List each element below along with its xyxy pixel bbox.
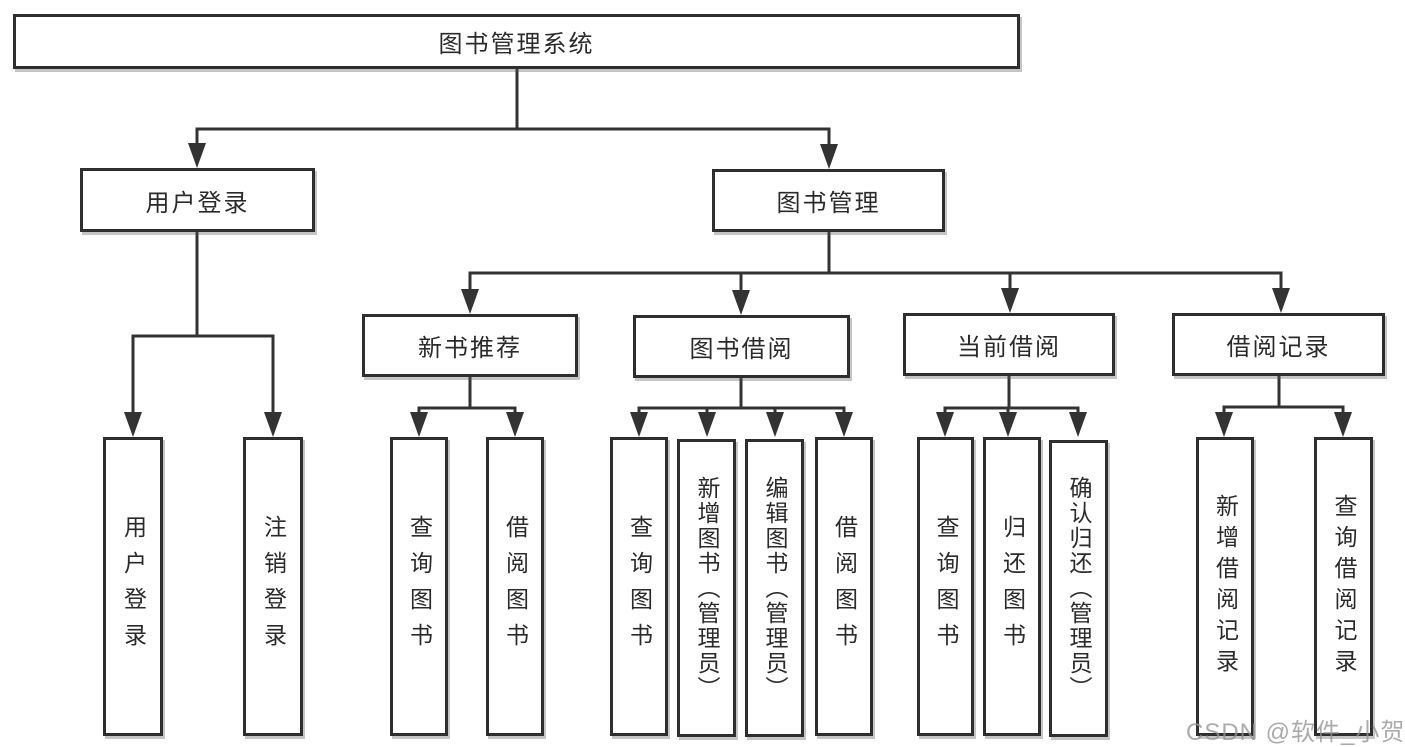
leaf-edit-books-admin-label: 编辑图书（管理员） — [762, 475, 788, 701]
node-book-management: 图书管理 — [712, 169, 945, 232]
leaf-query-books-1: 查询图书 — [390, 437, 448, 736]
leaf-add-borrow-record: 新增借阅记录 — [1196, 437, 1254, 736]
leaf-add-books-admin: 新增图书（管理员） — [677, 439, 736, 737]
leaf-borrow-books-2-label: 借阅图书 — [831, 514, 858, 659]
node-root-label: 图书管理系统 — [438, 31, 595, 58]
watermark: CSDN @软件_小贺同学 — [1186, 719, 1405, 746]
leaf-query-books-2: 查询图书 — [610, 437, 668, 736]
node-borrow-records-label: 借阅记录 — [1226, 334, 1331, 361]
leaf-borrow-books-1-label: 借阅图书 — [502, 514, 529, 659]
node-book-borrow-label: 图书借阅 — [689, 336, 794, 363]
leaf-borrow-books-2: 借阅图书 — [815, 437, 873, 736]
node-book-borrow: 图书借阅 — [633, 315, 850, 378]
leaf-add-borrow-record-label: 新增借阅记录 — [1212, 493, 1239, 680]
node-new-book-recommend-label: 新书推荐 — [418, 335, 522, 362]
leaf-user-login-label: 用户登录 — [120, 514, 147, 659]
node-book-management-label: 图书管理 — [776, 190, 881, 217]
leaf-query-borrow-record-label: 查询借阅记录 — [1331, 493, 1357, 680]
leaf-user-login: 用户登录 — [103, 437, 163, 736]
leaf-logout: 注销登录 — [243, 437, 303, 736]
leaf-return-books-label: 归还图书 — [999, 514, 1026, 659]
leaf-logout-label: 注销登录 — [260, 514, 287, 659]
leaf-return-books: 归还图书 — [983, 437, 1041, 736]
leaf-query-books-2-label: 查询图书 — [626, 514, 653, 659]
leaf-confirm-return-admin-label: 确认归还（管理员） — [1066, 476, 1092, 701]
node-root: 图书管理系统 — [13, 14, 1020, 69]
node-new-book-recommend: 新书推荐 — [362, 314, 578, 377]
leaf-borrow-books-1: 借阅图书 — [486, 437, 544, 736]
node-user-login-label: 用户登录 — [145, 189, 250, 217]
leaf-query-books-3: 查询图书 — [917, 437, 974, 736]
leaf-query-books-3-label: 查询图书 — [933, 514, 959, 659]
leaf-query-books-1-label: 查询图书 — [406, 514, 433, 659]
leaf-add-books-admin-label: 新增图书（管理员） — [694, 475, 720, 701]
node-current-borrow: 当前借阅 — [903, 313, 1115, 376]
node-user-login: 用户登录 — [80, 168, 315, 232]
leaf-edit-books-admin: 编辑图书（管理员） — [745, 439, 804, 737]
leaf-confirm-return-admin: 确认归还（管理员） — [1049, 440, 1108, 737]
leaf-query-borrow-record: 查询借阅记录 — [1314, 437, 1373, 736]
node-borrow-records: 借阅记录 — [1172, 313, 1385, 376]
node-current-borrow-label: 当前借阅 — [957, 334, 1061, 361]
